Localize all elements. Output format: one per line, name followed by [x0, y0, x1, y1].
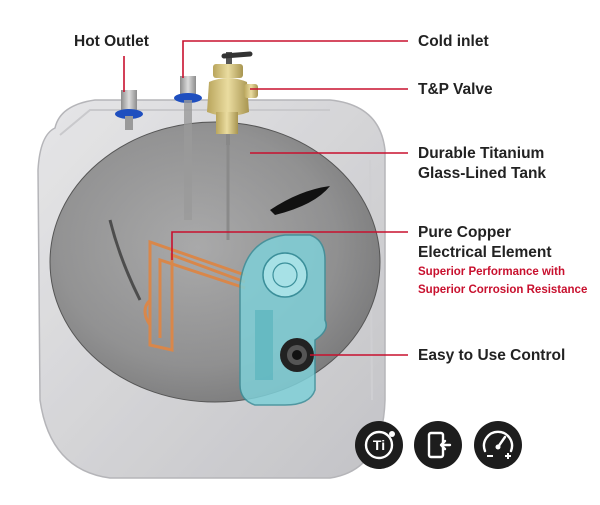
gauge-icon	[482, 430, 514, 459]
control-label: Easy to Use Control	[418, 347, 566, 364]
install-badge	[414, 421, 462, 469]
tp-valve-label: T&P Valve	[418, 81, 493, 98]
install-door-icon	[427, 431, 452, 459]
titanium-badge: Ti	[355, 421, 403, 469]
titanium-icon: Ti	[364, 430, 395, 460]
glass-lined-tank	[49, 121, 381, 403]
gauge-badge	[474, 421, 522, 469]
titanium-symbol: Ti	[373, 437, 385, 453]
cold-inlet-pipe	[174, 76, 202, 220]
tank-label-line2: Glass-Lined Tank	[418, 165, 547, 182]
tank-label-line1: Durable Titanium	[418, 145, 545, 162]
tp-valve	[207, 51, 258, 145]
element-label-line2: Electrical Element	[418, 244, 552, 261]
leader-lines	[123, 40, 408, 356]
element-label-line1: Pure Copper	[418, 224, 512, 241]
hot-outlet-label: Hot Outlet	[74, 33, 149, 50]
leader-cold-inlet	[182, 40, 408, 78]
control-panel	[239, 234, 327, 406]
copper-element	[143, 239, 246, 352]
hot-outlet-pipe	[115, 90, 143, 130]
element-subtext-line1: Superior Performance with	[418, 266, 565, 278]
cold-inlet-label: Cold inlet	[418, 33, 489, 50]
leader-element	[171, 231, 408, 260]
element-subtext-line2: Superior Corrosion Resistance	[418, 284, 588, 296]
